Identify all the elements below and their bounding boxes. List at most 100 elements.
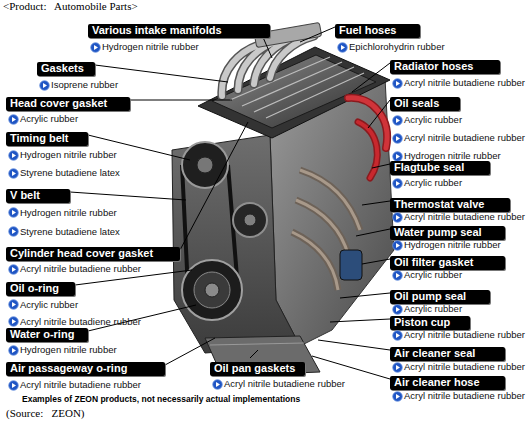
material-name: Styrene butadiene latex	[20, 167, 120, 178]
red-hose	[358, 122, 377, 178]
material-line: Acrylic rubber	[6, 111, 130, 127]
material-line: Acryl nitrile butadiene rubber	[390, 330, 525, 340]
material-name: Acrylic rubber	[404, 303, 462, 314]
bullet-icon	[392, 391, 403, 402]
part-callout: GasketsIsoprene rubber	[37, 58, 118, 94]
material-line: Hydrogen nitrile rubber	[6, 203, 120, 222]
part-label-box: Oil pan gaskets	[210, 362, 305, 376]
bullet-circle	[40, 80, 50, 90]
material-name: Acryl nitrile butadiene rubber	[404, 77, 525, 88]
material-line: Acryl nitrile butadiene rubber	[6, 376, 165, 394]
part-label-box: Air passageway o-ring	[6, 362, 165, 376]
part-label-box: Thermostat valve	[390, 198, 510, 212]
part-callout: Air cleaner hoseAcryl nitrile butadiene …	[390, 372, 525, 402]
material-line: Styrene butadiene latex	[6, 222, 120, 241]
part-callout: Cylinder head cover gasketAcryl nitrile …	[6, 243, 180, 277]
part-label-box: Oil seals	[390, 97, 460, 111]
part-callout: Thermostat valveAcryl nitrile butadiene …	[390, 194, 525, 222]
bullet-circle	[393, 391, 403, 401]
material-name: Hydrogen nitrile rubber	[20, 207, 117, 218]
bullet-icon	[392, 330, 403, 341]
bullet-icon	[8, 226, 19, 237]
leader-line	[165, 338, 215, 365]
leader-line	[368, 100, 390, 128]
bullet-circle	[9, 317, 19, 327]
part-name: Oil o-ring	[10, 282, 59, 294]
material-name: Isoprene rubber	[51, 79, 118, 90]
part-name: Timing belt	[10, 132, 68, 144]
material-line: Acrylic rubber	[390, 304, 490, 314]
part-label-box: Oil o-ring	[6, 282, 75, 296]
part-label-box: Cylinder head cover gasket	[6, 247, 180, 261]
material-line: Hydrogen nitrile rubber	[6, 342, 117, 358]
bullet-arrow	[396, 333, 400, 338]
material-name: Acryl nitrile butadiene rubber	[404, 211, 525, 222]
part-callout: Flagtube sealAcrylic rubber	[390, 157, 490, 191]
bullet-circle	[393, 212, 403, 222]
bullet-icon	[8, 168, 19, 179]
bullet-icon	[337, 42, 348, 53]
bullet-circle	[393, 133, 403, 143]
material-name: Styrene butadiene latex	[20, 226, 120, 237]
bullet-icon	[392, 362, 403, 373]
material-line: Acryl nitrile butadiene rubber	[390, 74, 525, 92]
material-name: Hydrogen nitrile rubber	[20, 149, 117, 160]
bullet-circle	[9, 168, 19, 178]
material-line: Epichlorohydrin rubber	[335, 38, 445, 56]
material-line: Hydrogen nitrile rubber	[88, 38, 270, 56]
leader-line	[312, 356, 390, 379]
hose-outline	[358, 122, 377, 178]
bullet-arrow	[396, 243, 400, 248]
bullet-circle	[393, 78, 403, 88]
material-line: Acryl nitrile butadiene rubber	[390, 390, 525, 402]
pulley-hub	[205, 283, 219, 297]
leader-line	[180, 122, 248, 250]
bullet-icon	[392, 304, 403, 315]
bullet-icon	[8, 316, 19, 327]
bullet-arrow	[396, 181, 400, 186]
part-label-box: V belt	[6, 189, 70, 203]
part-callout: Radiator hosesAcryl nitrile butadiene ru…	[390, 56, 525, 92]
part-label-box: Piston cup	[390, 316, 470, 330]
part-name: Air cleaner hose	[394, 376, 480, 388]
pan-flange	[210, 343, 304, 345]
material-line: Acryl nitrile butadiene rubber	[6, 261, 180, 277]
material-name: Acryl nitrile butadiene rubber	[404, 132, 525, 143]
part-label-box: Various intake manifolds	[88, 24, 270, 38]
bullet-icon	[392, 240, 403, 251]
bullet-arrow	[396, 215, 400, 220]
bullet-arrow	[12, 348, 16, 353]
material-line: Acryl nitrile butadiene rubber	[390, 212, 525, 222]
bullet-icon	[8, 150, 19, 161]
bullet-arrow	[12, 319, 16, 324]
bullet-circle	[9, 264, 19, 274]
bullet-circle	[338, 42, 348, 52]
part-label-box: Head cover gasket	[6, 97, 130, 111]
part-name: Thermostat valve	[394, 198, 484, 210]
bullet-arrow	[396, 154, 400, 159]
leader-line	[340, 293, 390, 298]
part-label-box: Flagtube seal	[390, 161, 490, 175]
leader-line	[300, 27, 335, 42]
engine-front-face	[172, 135, 300, 353]
bullet-arrow	[396, 307, 400, 312]
bullet-icon	[392, 115, 403, 126]
bullet-circle	[9, 114, 19, 124]
bullet-icon	[39, 80, 50, 91]
material-line: Hydrogen nitrile rubber	[6, 146, 120, 164]
bullet-arrow	[12, 117, 16, 122]
bullet-circle	[9, 150, 19, 160]
bullet-circle	[9, 208, 19, 218]
material-line: Acrylic rubber	[390, 270, 505, 280]
material-name: Epichlorohydrin rubber	[349, 41, 445, 52]
part-callout: Timing beltHydrogen nitrile rubberStyren…	[6, 128, 120, 182]
bullet-arrow	[396, 81, 400, 86]
bullet-icon	[8, 207, 19, 218]
part-callout: Oil pan gasketsAcryl nitrile butadiene r…	[210, 358, 345, 392]
bullet-circle	[9, 345, 19, 355]
leader-line	[70, 192, 186, 200]
source-note: (Source: ZEON)	[6, 407, 85, 419]
part-name: Radiator hoses	[394, 60, 473, 72]
bullet-arrow	[396, 118, 400, 123]
bullet-icon	[8, 264, 19, 275]
